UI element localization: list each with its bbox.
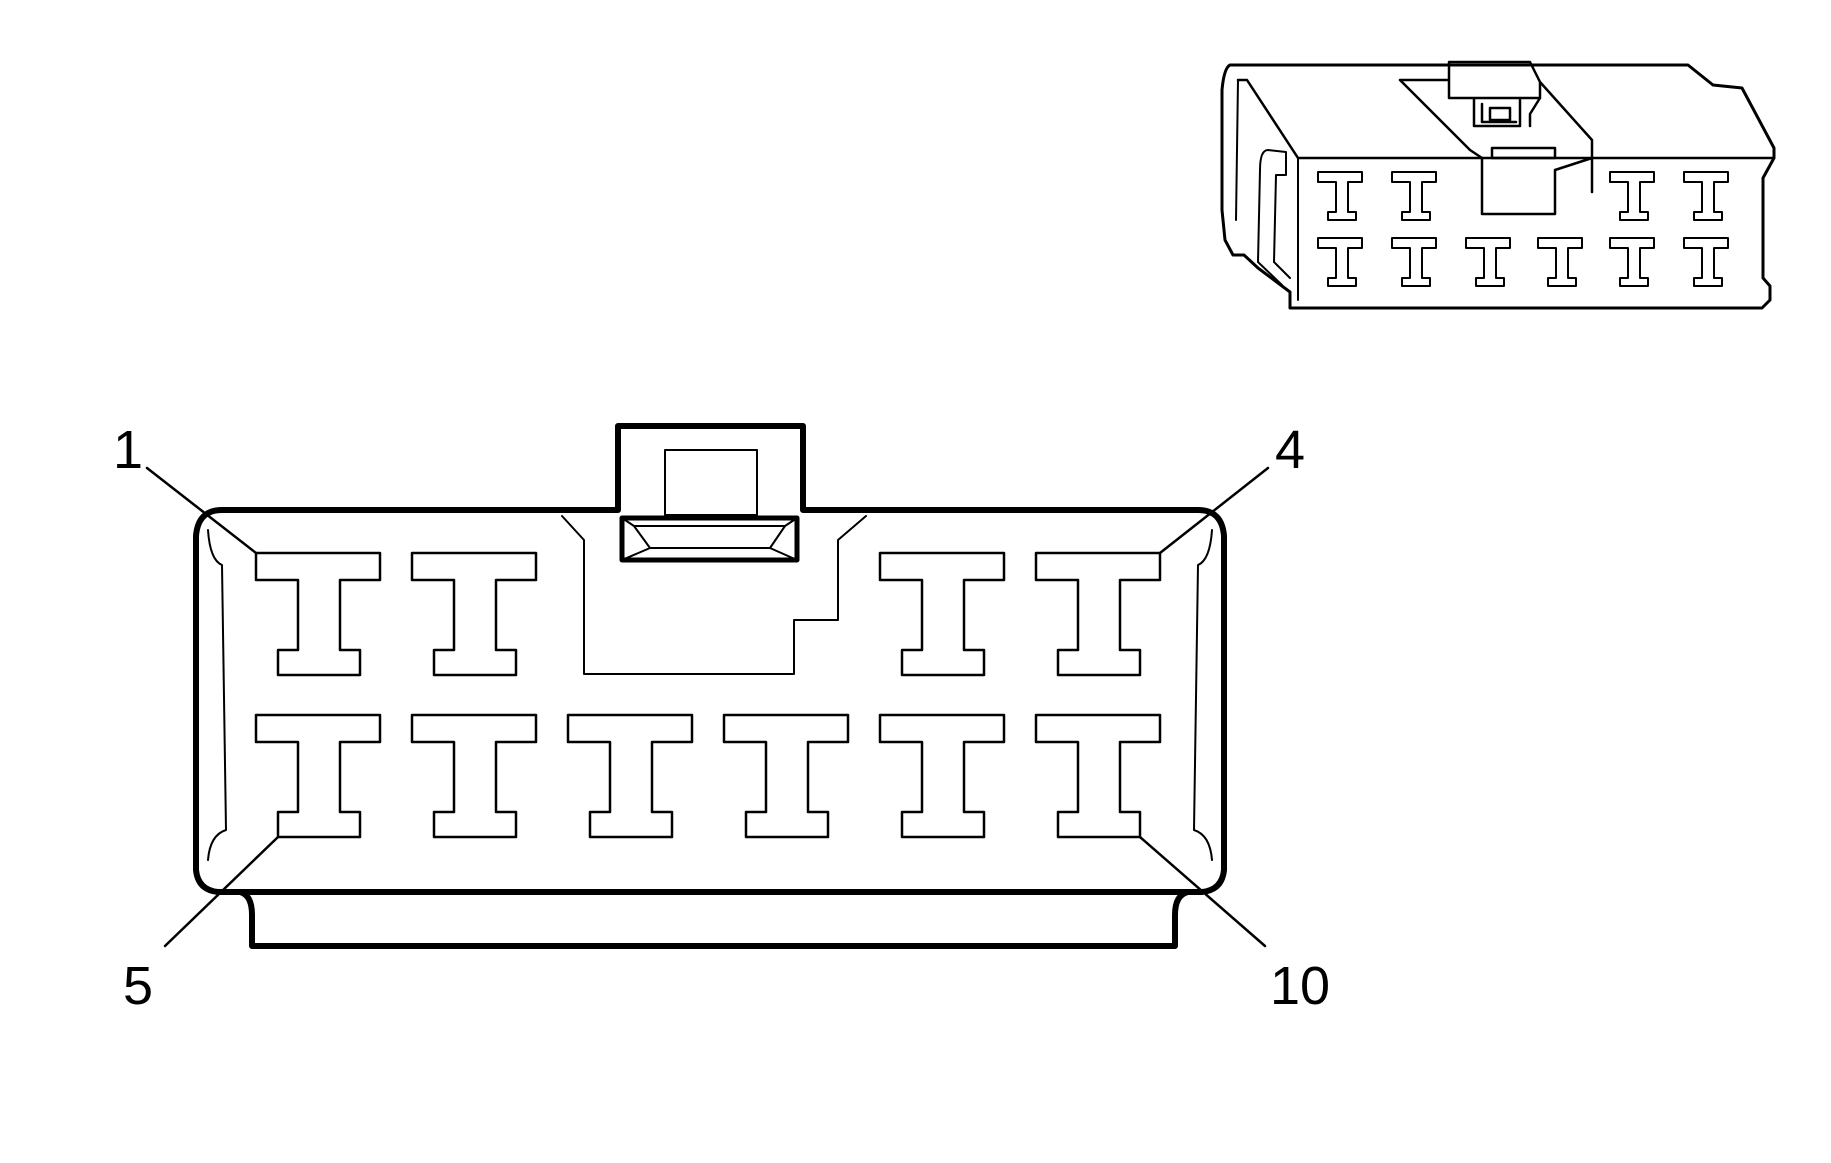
iso-terminal	[1465, 237, 1511, 287]
iso-terminal	[1317, 171, 1363, 221]
terminal-row-top	[254, 551, 1162, 677]
terminal-pin-6	[410, 713, 538, 839]
terminal-pin-5	[254, 713, 382, 839]
terminal-pin-9	[878, 713, 1006, 839]
iso-left-wall	[1235, 79, 1291, 286]
iso-terminal	[1609, 237, 1655, 287]
connector-front-view: 1 4 5 10	[113, 420, 1330, 1016]
iso-terminal	[1537, 237, 1583, 287]
bottom-skirt	[237, 889, 1191, 949]
terminal-pin-10	[1034, 713, 1162, 839]
terminal-pin-4	[1034, 551, 1162, 677]
pin-label-4: 4	[1275, 420, 1305, 480]
pin-label-10: 10	[1270, 956, 1330, 1016]
terminal-pin-8	[722, 713, 850, 839]
latch-window	[664, 449, 758, 516]
iso-terminal	[1683, 237, 1729, 287]
terminal-pin-1	[254, 551, 382, 677]
pin-label-5: 5	[123, 956, 153, 1016]
iso-terminal	[1391, 171, 1437, 221]
iso-terminals	[1317, 171, 1729, 287]
pin-label-1: 1	[113, 420, 143, 480]
left-inner-rail	[207, 529, 227, 861]
connector-isometric-view	[1220, 60, 1776, 310]
iso-terminal	[1609, 171, 1655, 221]
iso-latch	[1398, 60, 1594, 216]
leader-line-pin-1	[145, 466, 258, 555]
leader-line-pin-10	[1138, 835, 1267, 948]
leader-line-pin-5	[163, 835, 280, 948]
iso-outline	[1220, 63, 1776, 310]
latch-lock-bevel	[621, 517, 798, 561]
terminal-pin-2	[410, 551, 538, 677]
terminal-pin-3	[878, 551, 1006, 677]
right-inner-rail	[1193, 529, 1213, 861]
terminal-pin-7	[566, 713, 694, 839]
keyway-cavity	[561, 515, 867, 675]
leader-line-pin-4	[1158, 466, 1270, 555]
terminal-row-bottom	[254, 713, 1162, 839]
housing-outline	[193, 423, 1227, 895]
iso-terminal	[1683, 171, 1729, 221]
iso-terminal	[1391, 237, 1437, 287]
iso-terminal	[1317, 237, 1363, 287]
latch-lock	[619, 515, 800, 563]
